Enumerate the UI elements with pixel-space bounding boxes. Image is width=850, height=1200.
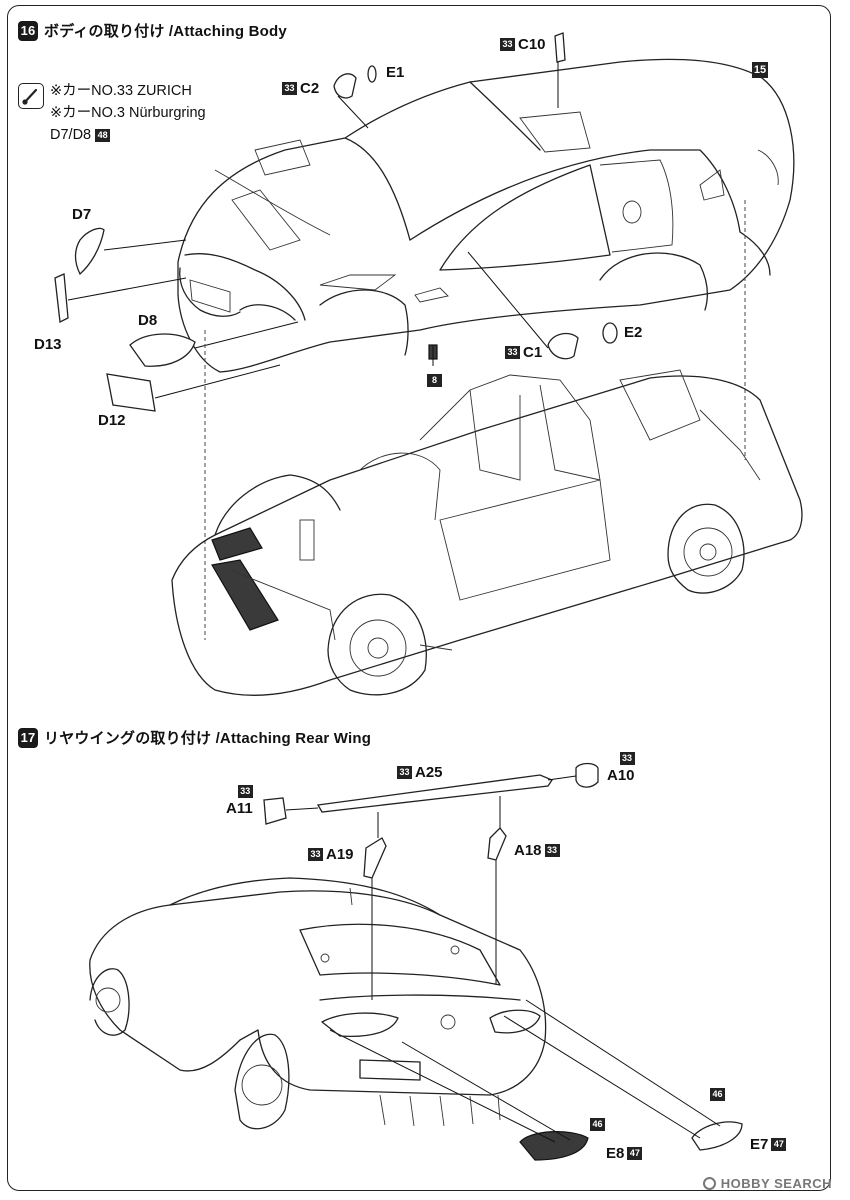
label-a19: 33 A19: [308, 846, 354, 863]
label-e8: E8 47: [606, 1145, 643, 1162]
label-e8-color: 47: [627, 1147, 643, 1160]
part-e8-shape: [519, 1131, 589, 1161]
detached-parts-16: [54, 32, 618, 412]
part-e2-shape: [602, 322, 618, 344]
step-17-heading: 17 リヤウイングの取り付け /Attaching Rear Wing: [18, 727, 371, 748]
label-a10-code: A10: [607, 767, 635, 784]
watermark-logo-icon: [702, 1177, 716, 1190]
part-c2-shape: [333, 73, 357, 99]
step-16-heading: 16 ボディの取り付け /Attaching Body: [18, 20, 287, 41]
label-d7: D7: [72, 206, 91, 223]
label-a18-color: 33: [544, 844, 560, 857]
page-frame: [7, 5, 831, 1191]
label-d8-code: D8: [138, 312, 158, 329]
part-c10-shape: [554, 32, 566, 63]
label-a25: 33 A25: [397, 764, 443, 781]
paint-note: ※カーNO.33 ZURICH ※カーNO.3 Nürburgring D7/D…: [50, 80, 206, 146]
part-a11-shape: [263, 797, 287, 825]
label-d12: D12: [98, 412, 126, 429]
part-d13-shape: [54, 273, 69, 323]
part-a19-shape: [363, 837, 387, 879]
part-d12-shape: [106, 373, 156, 412]
paint-note-line-2: ※カーNO.3 Nürburgring: [50, 105, 206, 121]
label-e1-code: E1: [386, 64, 405, 81]
label-e8-code: E8: [606, 1145, 625, 1162]
label-a19-color: 33: [308, 848, 323, 861]
label-a10-color: 33: [619, 752, 635, 765]
label-a18: A18 33: [514, 842, 560, 859]
step-16-number: 16: [18, 20, 38, 41]
part-c1-shape: [547, 332, 579, 360]
label-a11-color: 33: [237, 785, 253, 798]
part-a18-shape: [487, 827, 507, 861]
label-a10: 33 A10: [607, 752, 635, 784]
label-c2: 33 C2: [282, 80, 319, 97]
part-a25-shape: [316, 774, 553, 813]
label-e2-code: E2: [624, 324, 643, 341]
label-a18-code: A18: [514, 842, 542, 859]
paint-color-code: 48: [95, 128, 111, 142]
label-a19-code: A19: [326, 846, 354, 863]
label-c2-code: C2: [300, 80, 320, 97]
body-shell-drawing: [177, 58, 795, 373]
label-e1: E1: [386, 64, 404, 81]
label-c1-code: C1: [523, 344, 543, 361]
label-c1-color: 33: [505, 346, 520, 359]
part-e1-shape: [367, 65, 377, 83]
label-c10-color: 33: [500, 38, 515, 51]
paint-note-parts: D7/D8: [50, 127, 92, 143]
label-c1: 33 C1: [505, 344, 542, 361]
ref-badge-15: 15: [752, 62, 768, 78]
label-a11: 33 A11: [226, 785, 253, 817]
badge-8: 8: [427, 374, 442, 387]
watermark: HOBBY SEARCH: [702, 1176, 832, 1191]
chassis-drawing: [171, 369, 803, 696]
label-badge-8: 8: [427, 374, 442, 387]
label-a25-code: A25: [415, 764, 443, 781]
label-e7-color: 47: [771, 1138, 787, 1151]
label-e7-finish-code: 46: [710, 1088, 725, 1101]
label-d7-code: D7: [72, 206, 92, 223]
label-e7-code: E7: [750, 1136, 769, 1153]
label-d13: D13: [34, 336, 62, 353]
label-a11-code: A11: [226, 800, 253, 817]
label-e2: E2: [624, 324, 642, 341]
part-e7-shape: [691, 1121, 743, 1151]
label-a25-color: 33: [397, 766, 412, 779]
part-d7-shape: [74, 227, 105, 276]
label-c10: 33 C10: [500, 36, 546, 53]
label-d8: D8: [138, 312, 157, 329]
watermark-text: HOBBY SEARCH: [720, 1176, 832, 1191]
label-c2-color: 33: [282, 82, 297, 95]
label-e7-finish: 46: [710, 1088, 725, 1101]
part-d8-shape: [129, 333, 196, 367]
leader-lines-16: [67, 62, 746, 640]
label-d12-code: D12: [98, 412, 126, 429]
step-17-number: 17: [18, 727, 38, 748]
paint-note-line-1: ※カーNO.33 ZURICH: [50, 83, 192, 99]
label-c10-code: C10: [518, 36, 546, 53]
label-e7: E7 47: [750, 1136, 787, 1153]
leader-lines-17: [285, 775, 721, 1143]
rear-wing-parts: [263, 762, 743, 1161]
label-e8-finish-code: 46: [590, 1118, 605, 1131]
part-a10-shape: [575, 762, 599, 788]
label-d13-code: D13: [34, 336, 62, 353]
label-e8-finish: 46: [590, 1118, 605, 1131]
paint-note-line-3: D7/D8 48: [50, 124, 206, 146]
rear-car-drawing: [89, 877, 547, 1130]
step-16-title: ボディの取り付け /Attaching Body: [44, 23, 287, 40]
paint-brush-icon: [18, 83, 44, 109]
step-17-title: リヤウイングの取り付け /Attaching Rear Wing: [44, 730, 372, 747]
